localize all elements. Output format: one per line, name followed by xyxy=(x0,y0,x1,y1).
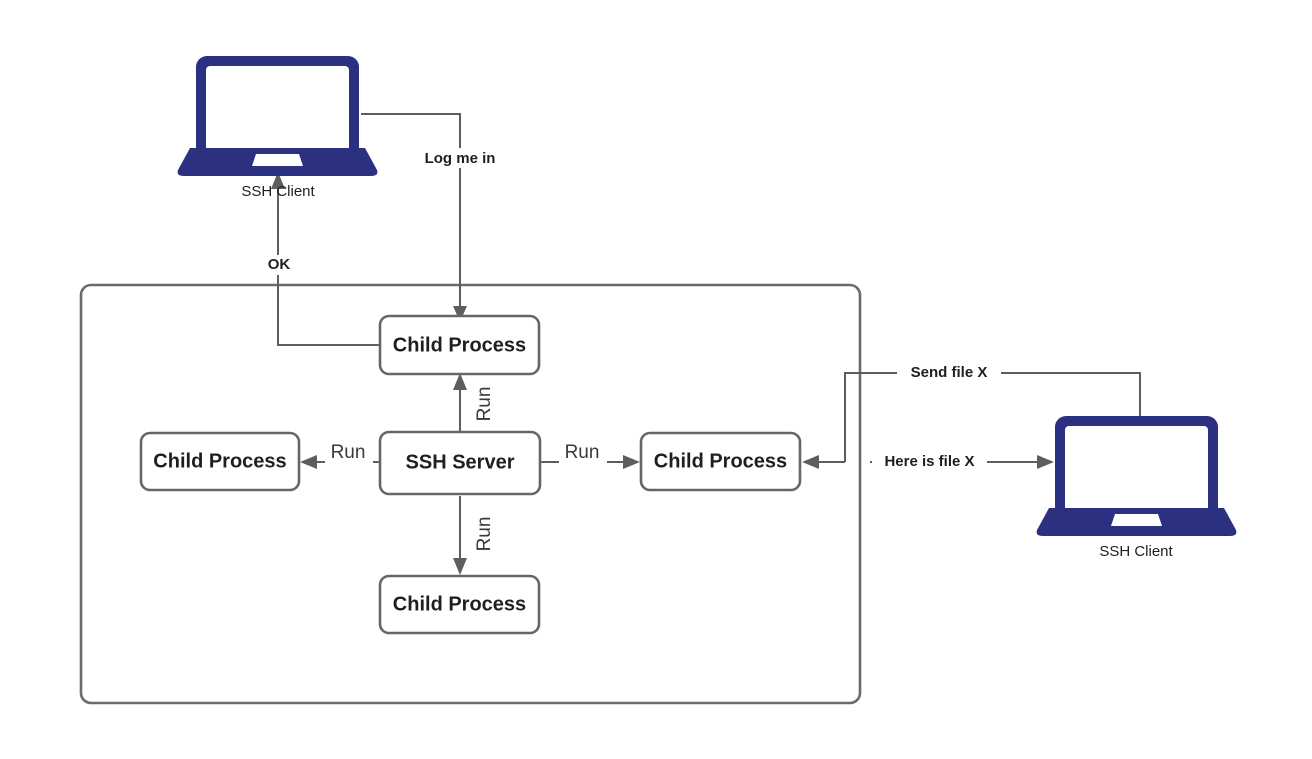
edge-label-ok: OK xyxy=(261,255,297,275)
edge-label-here-is-file: Here is file X xyxy=(872,452,987,472)
node-child-process-top[interactable]: Child Process xyxy=(378,314,541,376)
laptop-icon xyxy=(177,56,378,176)
node-ssh-server[interactable]: SSH Server xyxy=(378,430,542,496)
node-label: Child Process xyxy=(393,593,526,615)
node-child-process-left[interactable]: Child Process xyxy=(139,431,301,492)
svg-text:Send file X: Send file X xyxy=(911,364,988,381)
svg-text:Run: Run xyxy=(565,442,600,463)
ssh-host-container xyxy=(79,283,862,705)
device-label: SSH Client xyxy=(1099,543,1173,560)
edge-ok xyxy=(271,172,380,346)
edge-label-send-file: Send file X xyxy=(897,363,1001,383)
edge-run-up xyxy=(453,373,467,432)
node-child-process-bottom[interactable]: Child Process xyxy=(378,574,541,635)
node-label: Child Process xyxy=(654,450,787,472)
device-label: SSH Client xyxy=(241,183,315,200)
edge-into-child-right-arrow xyxy=(802,455,845,469)
device-ssh-client-right[interactable]: SSH Client xyxy=(1036,416,1237,560)
node-child-process-right[interactable]: Child Process xyxy=(639,431,802,492)
edge-label-log-me-in: Log me in xyxy=(414,148,506,168)
svg-text:Run: Run xyxy=(331,442,366,463)
svg-text:Here is file X: Here is file X xyxy=(884,453,974,470)
edge-label-run-left: Run xyxy=(325,442,373,464)
edge-label-run-right: Run xyxy=(559,442,607,464)
svg-text:OK: OK xyxy=(268,256,291,273)
edge-label-run-down: Run xyxy=(474,512,496,556)
svg-text:Log me in: Log me in xyxy=(425,150,496,167)
svg-text:Run: Run xyxy=(474,517,495,552)
device-ssh-client-top[interactable]: SSH Client xyxy=(177,56,378,200)
edge-run-down xyxy=(453,496,467,575)
node-label: SSH Server xyxy=(406,451,515,473)
node-label: Child Process xyxy=(393,334,526,356)
laptop-icon xyxy=(1036,416,1237,536)
edge-log-me-in xyxy=(361,113,467,322)
edge-label-run-up: Run xyxy=(474,382,496,426)
node-label: Child Process xyxy=(153,450,286,472)
svg-text:Run: Run xyxy=(474,387,495,422)
